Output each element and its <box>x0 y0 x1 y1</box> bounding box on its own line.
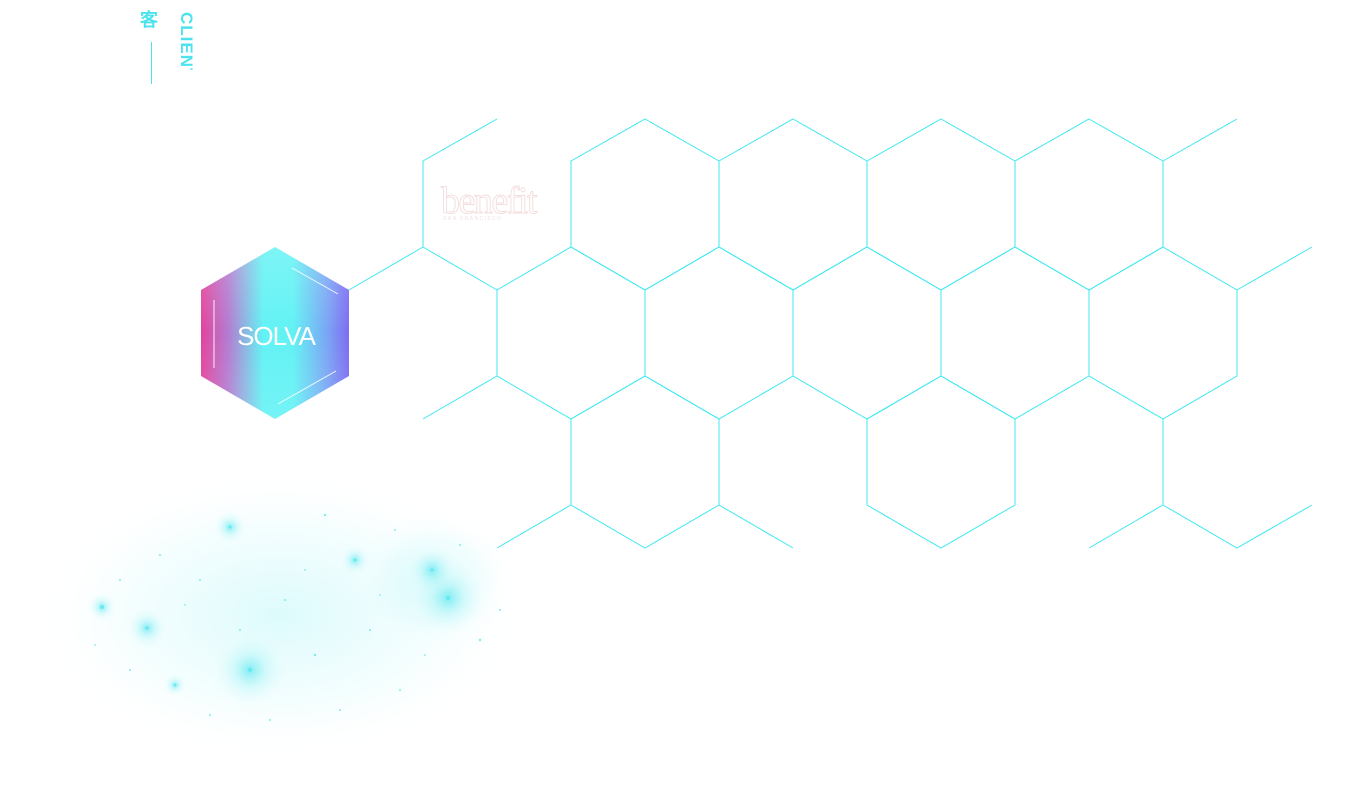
client-logo-solva: SOLVA <box>237 321 317 351</box>
section-title-divider <box>151 42 152 84</box>
hex-outline <box>1088 419 1164 549</box>
hex-outline <box>422 118 498 291</box>
hex-outline <box>496 246 646 420</box>
hex-outline <box>792 246 942 420</box>
hex-outline <box>348 246 424 291</box>
section-title-en: CLIENT <box>177 12 196 70</box>
hex-outline <box>718 504 794 549</box>
client-logo-benefit: benefit <box>441 180 538 222</box>
hex-outline <box>940 246 1090 420</box>
client-hex-benefit[interactable]: benefit SAN FRANCISCO <box>441 180 540 223</box>
hex-outline <box>496 504 572 549</box>
client-hex-shade <box>201 247 349 419</box>
hex-outline <box>570 118 720 291</box>
client-hex-inner-frame <box>213 267 339 405</box>
hex-outline <box>1088 246 1238 420</box>
hex-outline <box>718 118 868 291</box>
hex-outline <box>1236 246 1313 291</box>
hex-outline <box>422 375 498 420</box>
client-tagline-benefit: SAN FRANCISCO <box>443 216 502 222</box>
particle-glow-decoration <box>40 470 525 760</box>
section-title: 客 CLIENT <box>140 10 200 90</box>
hex-outline <box>1162 118 1238 162</box>
section-title-en-clip: CLIENT <box>176 12 196 70</box>
client-hex-solva[interactable]: SOLVA <box>201 247 349 419</box>
hex-outline <box>1014 118 1164 291</box>
hex-outline <box>570 375 720 549</box>
hex-outline <box>866 375 1016 549</box>
section-title-cn: 客 <box>140 10 158 31</box>
hex-outline <box>866 118 1016 291</box>
hex-outline <box>1162 504 1313 549</box>
hex-outline <box>644 246 794 420</box>
